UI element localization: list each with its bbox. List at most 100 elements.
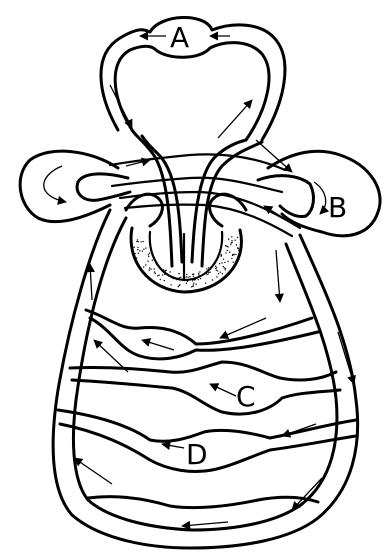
flow-arrow bbox=[182, 522, 228, 526]
stipple-dot bbox=[187, 276, 188, 277]
stipple-dot bbox=[231, 236, 232, 237]
stipple-dot bbox=[206, 268, 207, 269]
stipple-dot bbox=[134, 253, 135, 254]
flow-arrow bbox=[142, 340, 174, 350]
stipple-dot bbox=[194, 277, 195, 278]
stipple-dot bbox=[231, 242, 232, 243]
stipple-dot bbox=[189, 279, 190, 280]
stipple-dot bbox=[163, 269, 164, 270]
stipple-dot bbox=[143, 266, 144, 267]
stipple-dot bbox=[198, 279, 199, 280]
stipple-dot bbox=[193, 276, 194, 277]
stipple-dot bbox=[218, 273, 219, 274]
stipple-dot bbox=[165, 270, 166, 271]
stipple-dot bbox=[235, 254, 236, 255]
stipple-dot bbox=[137, 239, 138, 240]
stipple-dot bbox=[208, 269, 209, 270]
stipple-dot bbox=[230, 244, 231, 245]
stipple-dot bbox=[172, 278, 173, 279]
stipple-dot bbox=[208, 272, 209, 273]
flow-arrow bbox=[210, 384, 236, 396]
stipple-dot bbox=[225, 268, 226, 269]
stipple-dot bbox=[220, 272, 221, 273]
stipple-dot bbox=[171, 276, 172, 277]
flow-arrow bbox=[162, 444, 184, 448]
stipple-dot bbox=[221, 254, 222, 255]
stipple-dot bbox=[169, 271, 170, 272]
flow-arrow bbox=[90, 264, 92, 300]
capillary-bed-b bbox=[258, 151, 380, 235]
stipple-dot bbox=[143, 249, 144, 250]
stipple-dot bbox=[225, 252, 226, 253]
stipple-dot bbox=[185, 279, 186, 280]
capillary-bed-c bbox=[70, 362, 340, 414]
stipple-dot bbox=[145, 264, 146, 265]
stipple-dot bbox=[147, 261, 148, 262]
stipple-dot bbox=[227, 261, 228, 262]
stipple-dot bbox=[205, 283, 206, 284]
stipple-dot bbox=[162, 274, 163, 275]
stipple-dot bbox=[149, 253, 150, 254]
stipple-dot bbox=[148, 254, 149, 255]
stipple-dot bbox=[223, 259, 224, 260]
flow-arrow bbox=[276, 250, 280, 302]
stipple-dot bbox=[227, 250, 228, 251]
stipple-dot bbox=[162, 271, 163, 272]
stipple-dot bbox=[189, 276, 190, 277]
stipple-dot bbox=[164, 274, 165, 275]
label-b: B bbox=[328, 191, 347, 224]
stipple-dot bbox=[226, 245, 227, 246]
stipple-dot bbox=[170, 284, 171, 285]
stipple-dot bbox=[152, 260, 153, 261]
stipple-dot bbox=[178, 273, 179, 274]
stipple-dot bbox=[157, 275, 158, 276]
stipple-dot bbox=[207, 274, 208, 275]
stipple-dot bbox=[186, 274, 187, 275]
stipple-dot bbox=[199, 271, 200, 272]
stipple-dot bbox=[192, 286, 193, 287]
stipple-dot bbox=[222, 273, 223, 274]
stipple-dot bbox=[142, 241, 143, 242]
stipple-dot bbox=[136, 241, 137, 242]
stipple-dot bbox=[206, 272, 207, 273]
stipple-dot bbox=[148, 256, 149, 257]
stipple-dot bbox=[216, 270, 217, 271]
stipple-dot bbox=[237, 247, 238, 248]
stipple-dot bbox=[224, 267, 225, 268]
label-d: D bbox=[186, 438, 208, 471]
stipple-dot bbox=[212, 279, 213, 280]
stipple-dot bbox=[187, 281, 188, 282]
stipple-dot bbox=[223, 266, 224, 267]
stipple-dot bbox=[233, 261, 234, 262]
stipple-dot bbox=[227, 246, 228, 247]
stipple-dot bbox=[219, 263, 220, 264]
flow-arrow bbox=[256, 140, 292, 172]
stipple-dot bbox=[236, 244, 237, 245]
stipple-dot bbox=[193, 283, 194, 284]
stipple-dot bbox=[237, 237, 238, 238]
stipple-dot bbox=[232, 254, 233, 255]
stipple-dot bbox=[150, 268, 151, 269]
flow-arrow bbox=[44, 166, 66, 202]
label-c: C bbox=[236, 380, 256, 413]
stipple-dot bbox=[216, 276, 217, 277]
stipple-dot bbox=[229, 252, 230, 253]
stipple-dot bbox=[186, 276, 187, 277]
stipple-dot bbox=[155, 273, 156, 274]
stipple-dot bbox=[154, 271, 155, 272]
stipple-dot bbox=[200, 278, 201, 279]
stipple-dot bbox=[137, 249, 138, 250]
stipple-dot bbox=[206, 273, 207, 274]
stipple-dot bbox=[145, 247, 146, 248]
capillary-bed-upper bbox=[86, 310, 318, 359]
stipple-dot bbox=[215, 266, 216, 267]
stipple-dot bbox=[209, 272, 210, 273]
stipple-dot bbox=[140, 241, 141, 242]
stipple-dot bbox=[224, 269, 225, 270]
stipple-dot bbox=[137, 247, 138, 248]
stipple-dot bbox=[160, 279, 161, 280]
stipple-dot bbox=[228, 238, 229, 239]
stipple-dot bbox=[238, 250, 239, 251]
stipple-dot bbox=[164, 280, 165, 281]
